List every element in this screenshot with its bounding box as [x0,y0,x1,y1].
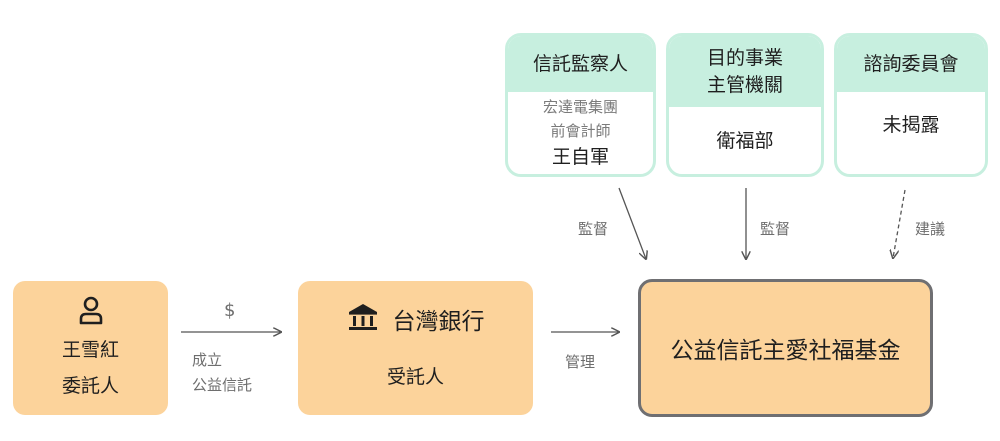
advise-label: 建議 [915,220,946,238]
authority-title-line1: 目的事業 [706,46,783,69]
trustee-role: 受託人 [386,365,444,388]
supervise-arrow-1 [618,187,646,259]
authority-body: 衛福部 [669,107,821,174]
person-icon [78,295,104,329]
trustee-header: 台灣銀行 [347,302,485,336]
authority-title: 目的事業 主管機關 [669,36,821,107]
advisory-body: 未揭露 [837,92,985,170]
authority-name: 衛福部 [716,129,774,152]
supervisor-title: 信託監察人 [508,36,653,92]
money-symbol: $ [224,300,236,321]
manage-label: 管理 [565,353,596,371]
supervisor-org: 宏達電集團 [542,98,618,116]
settlor-role: 委託人 [61,375,119,397]
supervisor-name: 王自軍 [551,146,609,168]
settlor-name: 王雪紅 [61,339,119,361]
establish-label-line2: 公益信託 [192,376,253,394]
advisory-title-text: 諮詢委員會 [863,52,959,75]
supervisor-card: 信託監察人 宏達電集團 前會計師 王自軍 [505,33,656,177]
trustee-box: 台灣銀行 受託人 [298,281,533,415]
trustee-name: 台灣銀行 [392,308,485,335]
supervise-label-1: 監督 [578,220,609,238]
advisory-name: 未揭露 [882,114,940,136]
authority-card: 目的事業 主管機關 衛福部 [666,33,824,177]
supervisor-body: 宏達電集團 前會計師 王自軍 [508,92,653,174]
advisory-card: 諮詢委員會 未揭露 [834,33,988,177]
fund-box: 公益信託主愛社福基金 [638,279,933,417]
supervise-label-2: 監督 [760,220,791,238]
bank-icon [347,302,379,336]
supervisor-role: 前會計師 [550,122,611,140]
authority-title-line2: 主管機關 [706,73,783,96]
fund-name: 公益信託主愛社福基金 [670,338,901,364]
advisory-title: 諮詢委員會 [837,36,985,92]
supervisor-title-text: 信託監察人 [532,52,628,75]
establish-label-line1: 成立 [192,351,223,369]
advise-arrow [893,189,906,258]
settlor-box: 王雪紅 委託人 [13,281,168,415]
